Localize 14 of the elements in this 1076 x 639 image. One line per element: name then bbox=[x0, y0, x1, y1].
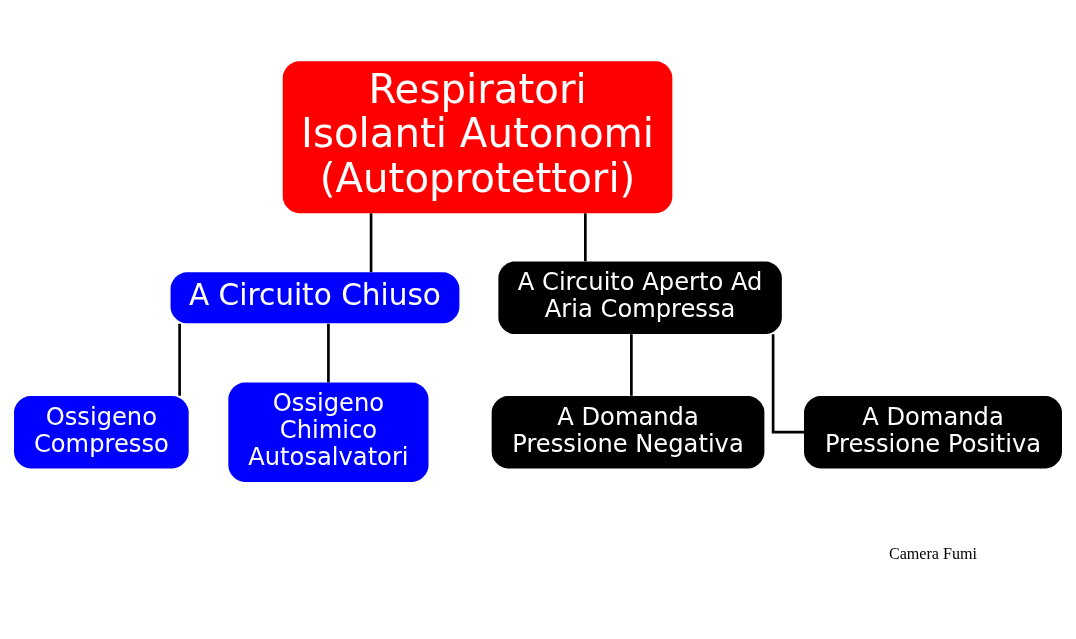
node-box: A Circuito Chiuso bbox=[170, 271, 460, 323]
connector bbox=[630, 333, 633, 396]
node-box: A Circuito Aperto Ad Aria Compressa bbox=[498, 261, 782, 334]
connector bbox=[327, 323, 330, 382]
node-box: Ossigeno Compresso bbox=[14, 395, 189, 468]
node-box: A Domanda Pressione Positiva bbox=[804, 395, 1062, 468]
connector bbox=[369, 212, 373, 272]
connector bbox=[178, 323, 181, 396]
node-box: A Domanda Pressione Negativa bbox=[491, 395, 765, 468]
node-box: Respiratori Isolanti Autonomi (Autoprotettori) bbox=[282, 60, 673, 213]
connector bbox=[584, 212, 587, 261]
label: Camera Fumi bbox=[888, 544, 978, 562]
connector bbox=[771, 333, 804, 434]
node-box: Ossigeno Chimico Autosalvatori bbox=[228, 381, 429, 482]
